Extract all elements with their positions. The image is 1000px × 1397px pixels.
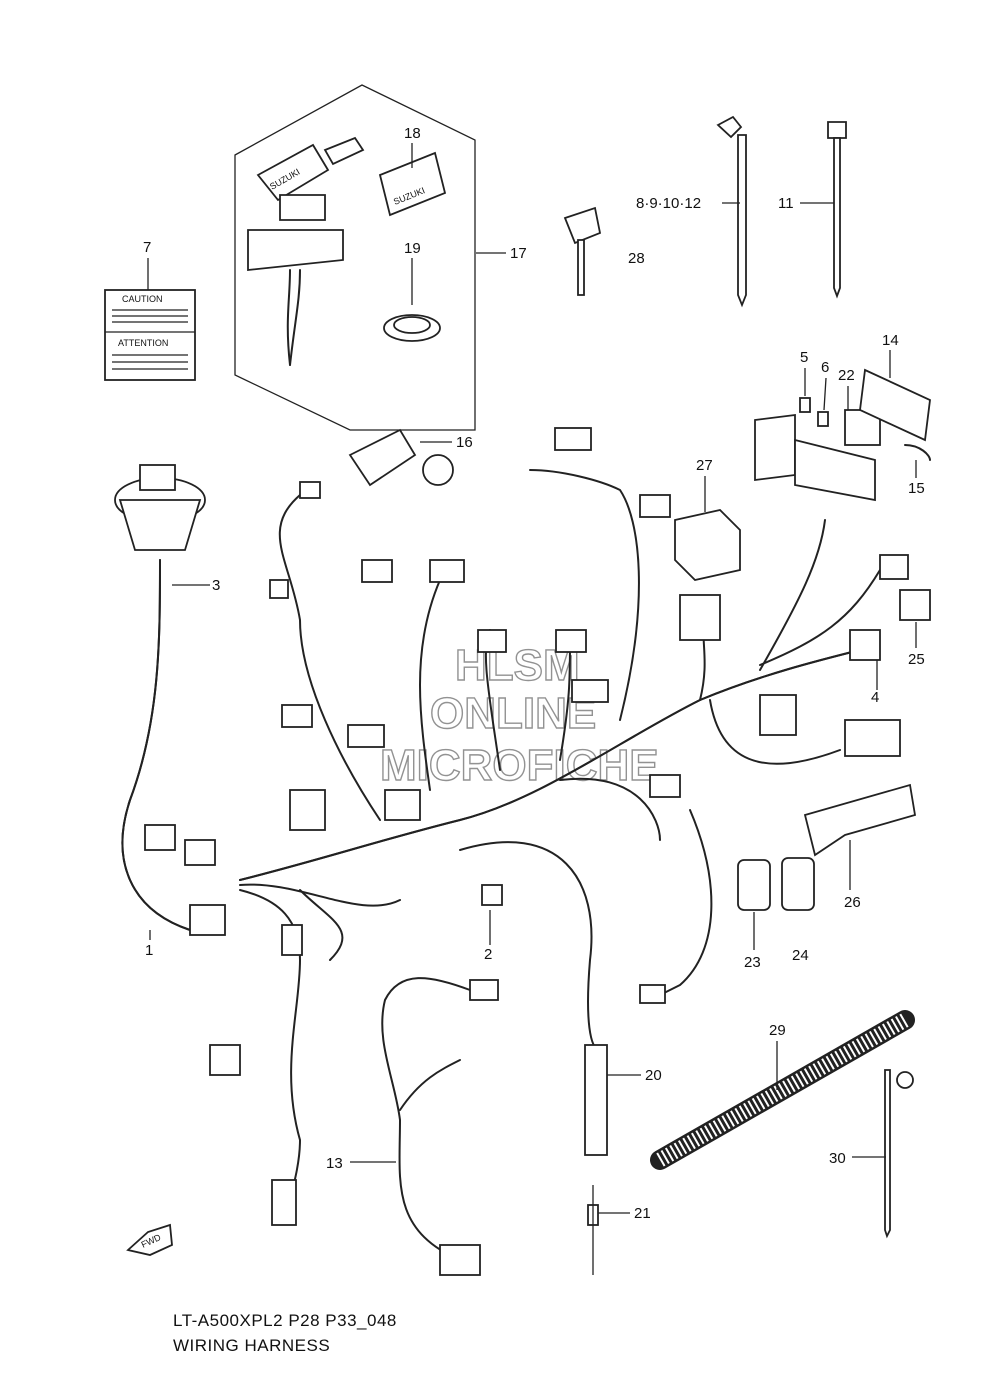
callout-1: 1	[145, 942, 153, 959]
bracket-part	[859, 368, 931, 442]
callout-4: 4	[871, 689, 879, 706]
connector	[347, 724, 385, 748]
connector	[429, 559, 465, 583]
connector	[361, 559, 393, 583]
o2-sensor	[584, 1044, 608, 1156]
fwd-arrow-icon	[126, 1223, 173, 1256]
connector-2	[481, 884, 503, 906]
connector	[554, 427, 592, 451]
connector	[899, 589, 931, 621]
connector	[299, 481, 321, 499]
connector	[555, 629, 587, 653]
connectors: FWD	[126, 368, 931, 1276]
connector	[639, 984, 666, 1004]
connector	[289, 789, 326, 831]
callout-27: 27	[696, 457, 713, 474]
callout-26: 26	[844, 894, 861, 911]
callout-28: 28	[628, 250, 645, 267]
connector	[849, 629, 881, 661]
switch-cover-part: SUZUKI	[378, 151, 447, 217]
callout-22: 22	[838, 367, 855, 384]
connector	[649, 774, 681, 798]
connector	[271, 1179, 297, 1226]
connector	[189, 904, 226, 936]
cap-24	[781, 857, 815, 911]
callout-20: 20	[645, 1067, 662, 1084]
connector	[844, 719, 901, 757]
callout-11: 11	[778, 195, 794, 212]
callout-23: 23	[744, 954, 761, 971]
watermark-line3: MICROFICHE	[380, 741, 659, 790]
clamp-part	[904, 444, 931, 461]
diagram-title: WIRING HARNESS	[173, 1336, 331, 1355]
corrugated-tube-part	[650, 1010, 915, 1170]
ring-nut-part	[383, 314, 441, 342]
connector	[477, 629, 507, 653]
connector	[209, 1044, 241, 1076]
caution-label-part: CAUTION ATTENTION	[104, 289, 196, 381]
fuse-6	[817, 411, 829, 427]
connector	[879, 554, 909, 580]
callout-16: 16	[456, 434, 473, 451]
callout-3: 3	[212, 577, 220, 594]
callout-6: 6	[821, 359, 829, 376]
callouts: 3 1 2 4 5 6 7 8·9·10·12 11 13 14 15 16 1…	[143, 125, 925, 1222]
cable-tie-8-12	[716, 115, 747, 308]
relay-part	[674, 509, 741, 581]
connector	[184, 839, 216, 866]
callout-17: 17	[510, 245, 527, 262]
diagram-code: LT-A500XPL2 P28 P33_048	[173, 1311, 397, 1330]
cap-23	[737, 859, 771, 911]
callout-8-9-10-12: 8·9·10·12	[636, 195, 701, 212]
connector	[281, 704, 313, 728]
connector	[679, 594, 721, 641]
callout-15: 15	[908, 480, 925, 497]
callout-19: 19	[404, 240, 421, 257]
ignition-switch-group: SUZUKI SUZUKI	[234, 84, 476, 431]
cable-tie-30	[884, 1069, 914, 1239]
callout-7: 7	[143, 239, 151, 256]
accessory-socket	[348, 428, 417, 487]
callout-2: 2	[484, 946, 492, 963]
callout-30: 30	[829, 1150, 846, 1167]
connector	[439, 1244, 481, 1276]
attention-text: ATTENTION	[118, 338, 168, 348]
connector	[639, 494, 671, 518]
callout-29: 29	[769, 1022, 786, 1039]
ignition-switch-part: SUZUKI	[247, 136, 365, 366]
callout-18: 18	[404, 125, 421, 142]
connector	[384, 789, 421, 821]
connector	[269, 579, 289, 599]
fuse-box	[754, 413, 796, 482]
connector	[571, 679, 609, 703]
caution-text: CAUTION	[122, 294, 163, 304]
callout-14: 14	[882, 332, 899, 349]
bracket-26	[803, 783, 917, 857]
fuse-5	[799, 397, 811, 413]
callout-24: 24	[792, 947, 809, 964]
connector	[144, 824, 176, 851]
key-part	[563, 206, 602, 296]
cable-tie-11	[827, 121, 847, 299]
connector	[759, 694, 797, 736]
ignition-switch-frame	[234, 84, 476, 431]
callout-5: 5	[800, 349, 808, 366]
connector	[281, 924, 303, 956]
callout-13: 13	[326, 1155, 343, 1172]
connector	[469, 979, 499, 1001]
callout-25: 25	[908, 651, 925, 668]
callout-21: 21	[634, 1205, 651, 1222]
